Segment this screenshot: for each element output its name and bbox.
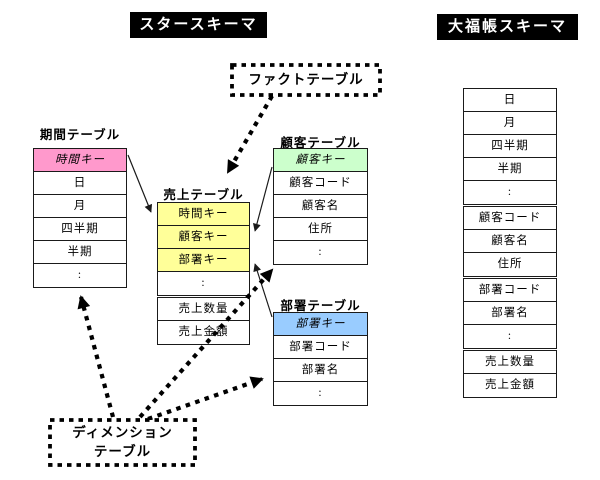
customer-table: 顧客キー 顧客コード 顧客名 住所 : [273,148,368,266]
customer-key-row: 顧客キー [274,149,367,172]
table-row: : [318,246,323,258]
relation-arrow-department-to-sales [253,263,273,318]
table-row: 顧客名 [274,195,367,218]
table-row: 月 [464,112,556,135]
fact-table-callout-box [230,63,382,97]
table-row: 日 [464,89,556,112]
star-schema-header: スタースキーマ [130,12,267,38]
dashed-arrow-dimension-to-period [77,295,116,418]
period-key-row: 時間キー [34,149,126,172]
table-row: 月 [34,195,126,218]
relation-arrow-customer-to-sales [252,166,273,232]
table-row: 売上数量 [464,351,556,374]
table-row: 住所 [274,218,367,241]
dimension-table-label-line1: ディメンション [72,425,173,440]
dimension-table-label: ディメンション テーブル [50,424,195,462]
sales-fk-row: 時間キー [158,203,249,226]
table-row: 顧客名 [464,230,556,253]
department-table: 部署キー 部署コード 部署名 : [273,312,368,407]
flat-table-department-group: 部署コード 部署名 : [463,278,557,349]
fact-table-label: ファクトテーブル [248,72,364,87]
dimension-table-label-line2: テーブル [93,443,152,459]
flat-table-time-group: 日 月 四半期 半期 : [463,88,557,205]
table-row: : [507,186,513,198]
table-row: 顧客コード [274,172,367,195]
sales-fk-row: 部署キー [158,249,249,272]
table-row: 部署名 [464,302,556,325]
table-row: 売上金額 [485,379,535,391]
table-row: 日 [34,172,126,195]
table-row: : [201,277,206,289]
sales-table-title: 売上テーブル [163,188,244,202]
table-row: : [318,387,323,399]
dashed-arrow-dimension-to-department [147,376,264,421]
table-row: 部署名 [274,359,367,382]
table-row: 売上数量 [158,298,249,321]
table-row: 半期 [464,158,556,181]
customer-table-title: 顧客テーブル [280,136,361,150]
table-row: : [507,330,513,342]
table-row: 半期 [34,241,126,264]
table-row: 四半期 [34,218,126,241]
flat-table-customer-group: 顧客コード 顧客名 住所 [463,206,557,277]
department-key-row: 部署キー [274,313,367,336]
flat-table-measure-group: 売上数量 売上金額 [463,350,557,398]
dimension-table-callout-box [48,418,197,467]
table-row: : [77,269,83,281]
sales-fk-row: 顧客キー [158,226,249,249]
dashed-arrow-fact-to-sales [226,94,274,174]
dashed-arrow-dimension-to-customer [138,268,274,419]
period-table: 時間キー 日 月 四半期 半期 : [33,148,127,289]
table-row: 四半期 [464,135,556,158]
flat-schema-header: 大福帳スキーマ [437,14,578,40]
flat-table: 日 月 四半期 半期 : 顧客コード 顧客名 住所 部署コード 部署名 : 売上… [463,88,557,399]
relation-arrow-period-to-sales [127,154,153,213]
table-row: 顧客コード [464,207,556,230]
table-row: 住所 [497,258,523,270]
sales-table: 時間キー 顧客キー 部署キー : 売上数量 売上金額 [157,202,250,346]
table-row: 部署コード [464,279,556,302]
department-table-title: 部署テーブル [280,299,361,313]
period-table-title: 期間テーブル [39,128,121,142]
table-row: 部署コード [274,336,367,359]
